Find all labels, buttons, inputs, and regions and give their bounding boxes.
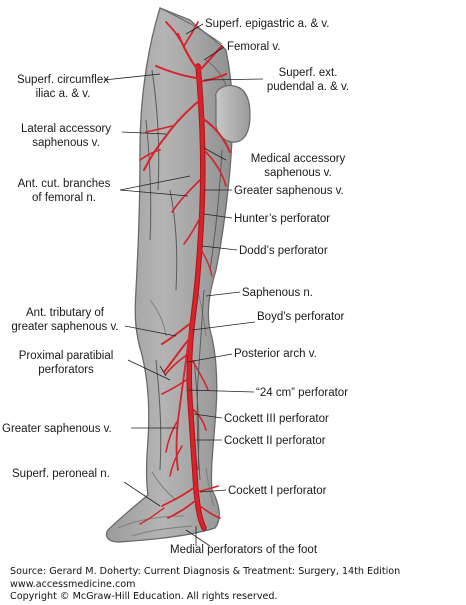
label-line-2: iliac a. & v. — [35, 88, 91, 100]
tributary-veins — [139, 21, 231, 525]
label-cockett-ii: Cockett II perforator — [224, 435, 326, 447]
label-line-1: Medical accessory — [250, 153, 346, 165]
label-line-2: saphenous v. — [264, 167, 332, 179]
label-hunters-perforator: Hunter’s perforator — [234, 213, 331, 225]
label-proximal-paratibial: Proximal paratibial perforators — [4, 349, 128, 377]
label-line-2: saphenous v. — [32, 137, 100, 149]
label-line-1: Proximal paratibial — [18, 350, 114, 362]
scrotum-outline — [215, 85, 251, 143]
label-dodds-perforator: Dodd’s perforator — [239, 245, 328, 257]
caption-source: Source: Gerard M. Doherty: Current Diagn… — [10, 566, 401, 577]
label-line-1: Lateral accessory — [20, 123, 112, 135]
label-posterior-arch: Posterior arch v. — [234, 348, 317, 360]
label-superf-peroneal: Superf. peroneal n. — [12, 468, 110, 480]
label-greater-saphenous-lower: Greater saphenous v. — [2, 423, 112, 435]
leg-outline — [105, 7, 234, 543]
label-24cm-perforator: “24 cm” perforator — [256, 387, 349, 399]
label-greater-saphenous-upper: Greater saphenous v. — [234, 185, 344, 197]
label-ant-tributary: Ant. tributary of greater saphenous v. — [2, 306, 128, 334]
label-femoral-v: Femoral v. — [227, 41, 281, 53]
label-medial-perforators-foot: Medial perforators of the foot — [170, 544, 318, 556]
label-line-2: of femoral n. — [32, 192, 96, 204]
label-cockett-iii: Cockett III perforator — [224, 413, 329, 425]
great-saphenous-vein — [186, 63, 207, 531]
label-line-2: perforators — [38, 364, 94, 376]
label-superf-ext-pudendal: Superf. ext. pudendal a. & v. — [258, 66, 358, 94]
label-line-2: pudendal a. & v. — [266, 81, 350, 93]
caption-website: www.accessmedicine.com — [10, 578, 136, 590]
label-superf-circumflex: Superf. circumflex iliac a. & v. — [8, 73, 118, 101]
saphenous-nerve — [196, 289, 205, 481]
label-lateral-accessory: Lateral accessory saphenous v. — [8, 122, 124, 150]
label-boyds-perforator: Boyd’s perforator — [257, 311, 345, 323]
label-superf-epigastric: Superf. epigastric a. & v. — [205, 18, 330, 30]
label-cockett-i: Cockett I perforator — [228, 485, 327, 497]
label-line-1: Superf. circumflex — [16, 74, 110, 86]
label-ant-cut-branches: Ant. cut. branches of femoral n. — [8, 177, 120, 205]
label-medical-accessory: Medical accessory saphenous v. — [240, 152, 356, 180]
figure-caption: Source: Gerard M. Doherty: Current Diagn… — [10, 566, 400, 604]
leg-venous-anatomy-illustration — [103, 7, 264, 547]
label-line-1: Superf. ext. — [278, 67, 338, 79]
label-line-2: greater saphenous v. — [11, 321, 119, 333]
caption-copyright: Copyright © McGraw-Hill Education. All r… — [10, 591, 278, 602]
leader-lines — [103, 23, 264, 547]
label-saphenous-n: Saphenous n. — [242, 287, 313, 299]
label-line-1: Ant. cut. branches — [17, 178, 111, 190]
groin-contour — [159, 7, 223, 45]
ankle-contour — [151, 467, 215, 507]
label-line-1: Ant. tributary of — [26, 307, 104, 319]
